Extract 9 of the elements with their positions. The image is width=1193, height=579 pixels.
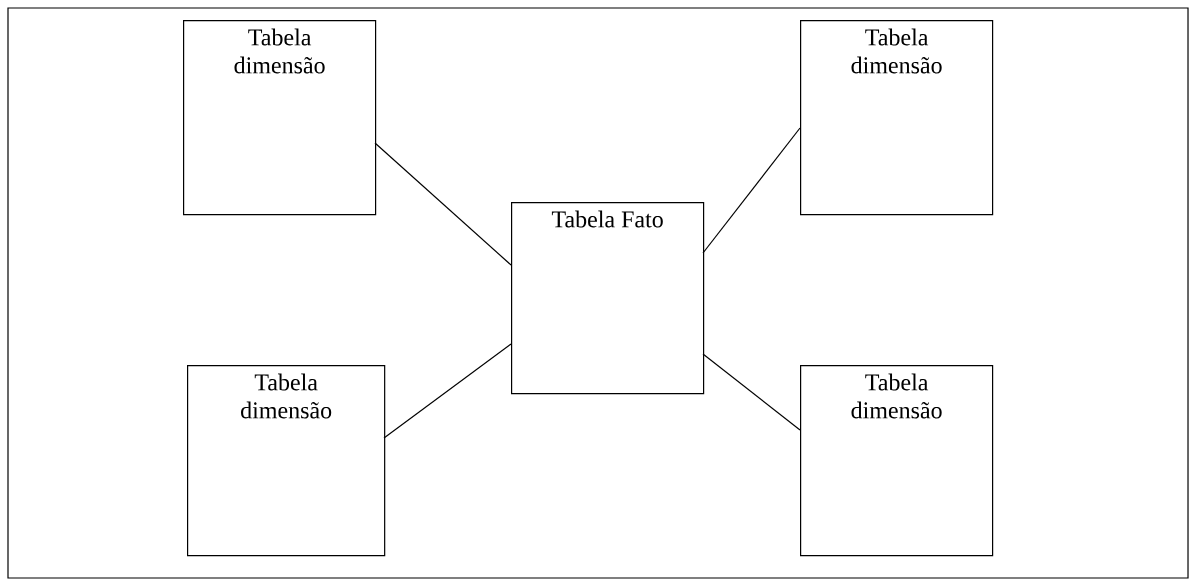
table-box: Tabela dimensão [187,365,386,557]
table-box: Tabela dimensão [800,20,994,216]
table-box: Tabela dimensão [800,365,994,557]
table-box: Tabela Fato [511,202,705,395]
connector-line [702,353,801,431]
table-box: Tabela dimensão [183,20,377,216]
connector-line [702,127,801,254]
connector-line [383,343,512,439]
connector-line [374,142,512,266]
